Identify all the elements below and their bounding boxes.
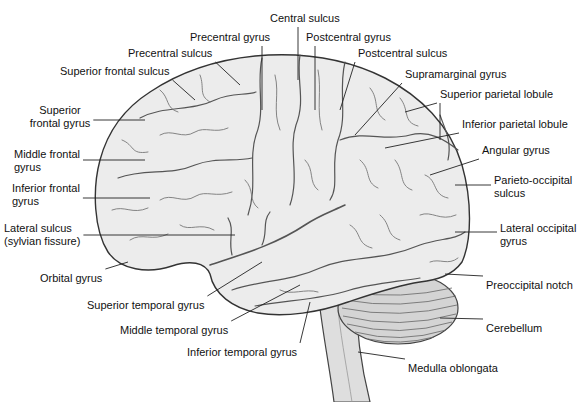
leader-line (215, 62, 240, 85)
leader-line (173, 80, 196, 100)
part-label: Superior frontal gyrus (26, 104, 94, 130)
leader-line (207, 262, 262, 296)
leader-line (93, 120, 145, 121)
leader-line (83, 160, 145, 161)
part-label: Precentral gyrus (190, 31, 270, 44)
part-label: Middle temporal gyrus (120, 324, 228, 337)
leader-line (445, 274, 483, 276)
leader-line (430, 159, 479, 175)
leader-line (300, 302, 310, 343)
leader-line (455, 232, 497, 233)
part-label: Supramarginal gyrus (405, 68, 507, 81)
part-label: Superior parietal lobule (440, 88, 553, 101)
part-label: Lateral sulcus (sylvian fissure) (4, 222, 96, 248)
leader-line (340, 62, 355, 110)
part-label: Superior frontal sulcus (60, 65, 169, 78)
part-label: Inferior frontal gyrus (12, 182, 84, 208)
part-label: Postcentral gyrus (306, 31, 391, 44)
part-label: Parieto-occipital sulcus (494, 174, 582, 200)
leader-line (355, 83, 402, 135)
part-label: Inferior temporal gyrus (187, 346, 297, 359)
part-label: Orbital gyrus (40, 272, 102, 285)
part-label: Inferior parietal lobule (462, 118, 568, 131)
leader-line (83, 235, 235, 236)
part-label: Cerebellum (486, 322, 542, 335)
part-label: Superior temporal gyrus (87, 299, 204, 312)
leader-line (231, 285, 300, 321)
leader-line (83, 198, 150, 199)
part-label: Central sulcus (270, 12, 340, 25)
leader-line (315, 46, 316, 110)
part-label: Precentral sulcus (128, 47, 212, 60)
leader-line (298, 27, 299, 80)
part-label: Medulla oblongata (408, 362, 498, 375)
part-label: Postcentral sulcus (358, 47, 447, 60)
leader-line (385, 133, 459, 148)
part-label: Preoccipital notch (486, 279, 573, 292)
leader-line (358, 352, 405, 359)
leader-line (405, 103, 437, 112)
leader-line (262, 46, 263, 110)
leader-line (455, 185, 491, 186)
part-label: Angular gyrus (482, 144, 550, 157)
part-label: Lateral occipital gyrus (500, 222, 584, 248)
leader-line (105, 262, 128, 269)
leader-line (440, 103, 441, 140)
leader-line (440, 318, 483, 319)
part-label: Middle frontal gyrus (14, 148, 86, 174)
cerebrum (95, 55, 469, 315)
